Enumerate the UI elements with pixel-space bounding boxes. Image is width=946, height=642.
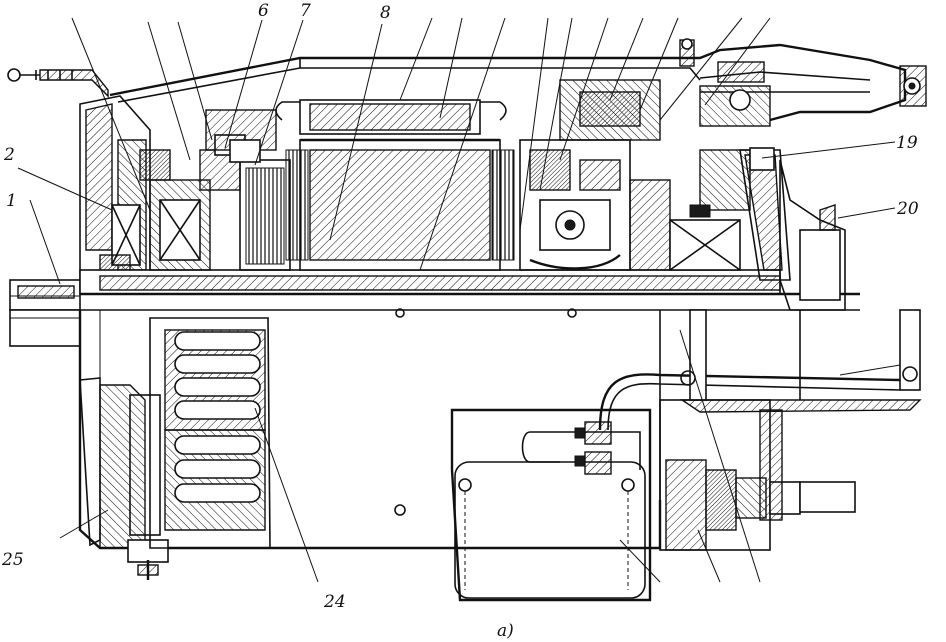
label-24: 24 <box>323 592 346 612</box>
leader-lines-upper <box>17 17 896 285</box>
label-20: 20 <box>896 199 919 219</box>
terminal-lead <box>7 68 109 98</box>
label-1: 1 <box>6 191 17 211</box>
terminal-block <box>679 38 771 127</box>
callout-labels: 1 2 6 7 8 19 20 24 25 a) <box>1 1 919 641</box>
ventilation-window <box>149 317 271 549</box>
armature-core <box>285 138 515 271</box>
label-2: 2 <box>3 145 15 165</box>
brush-holder-left <box>205 109 291 271</box>
right-end-shield <box>629 147 791 281</box>
field-coil-upper <box>275 99 507 135</box>
sectional-view-upper <box>7 17 927 347</box>
rivets <box>394 308 577 516</box>
figure-caption: a) <box>497 621 514 641</box>
label-7: 7 <box>300 1 311 21</box>
left-end-cover <box>79 95 151 281</box>
output-connector <box>659 309 922 551</box>
armature-shaft <box>79 269 860 311</box>
label-8: 8 <box>380 3 391 23</box>
mounting-flange <box>779 159 846 311</box>
lower-end-cover <box>99 384 169 580</box>
relay-box <box>450 408 652 602</box>
pinion-end <box>9 279 81 347</box>
label-6: 6 <box>258 1 269 21</box>
label-19: 19 <box>896 133 918 153</box>
leader-lines-lower <box>59 329 901 583</box>
external-view-lower <box>59 308 922 602</box>
label-25: 25 <box>1 550 24 570</box>
cable-gland <box>899 65 927 107</box>
solenoid-relay <box>519 79 661 271</box>
